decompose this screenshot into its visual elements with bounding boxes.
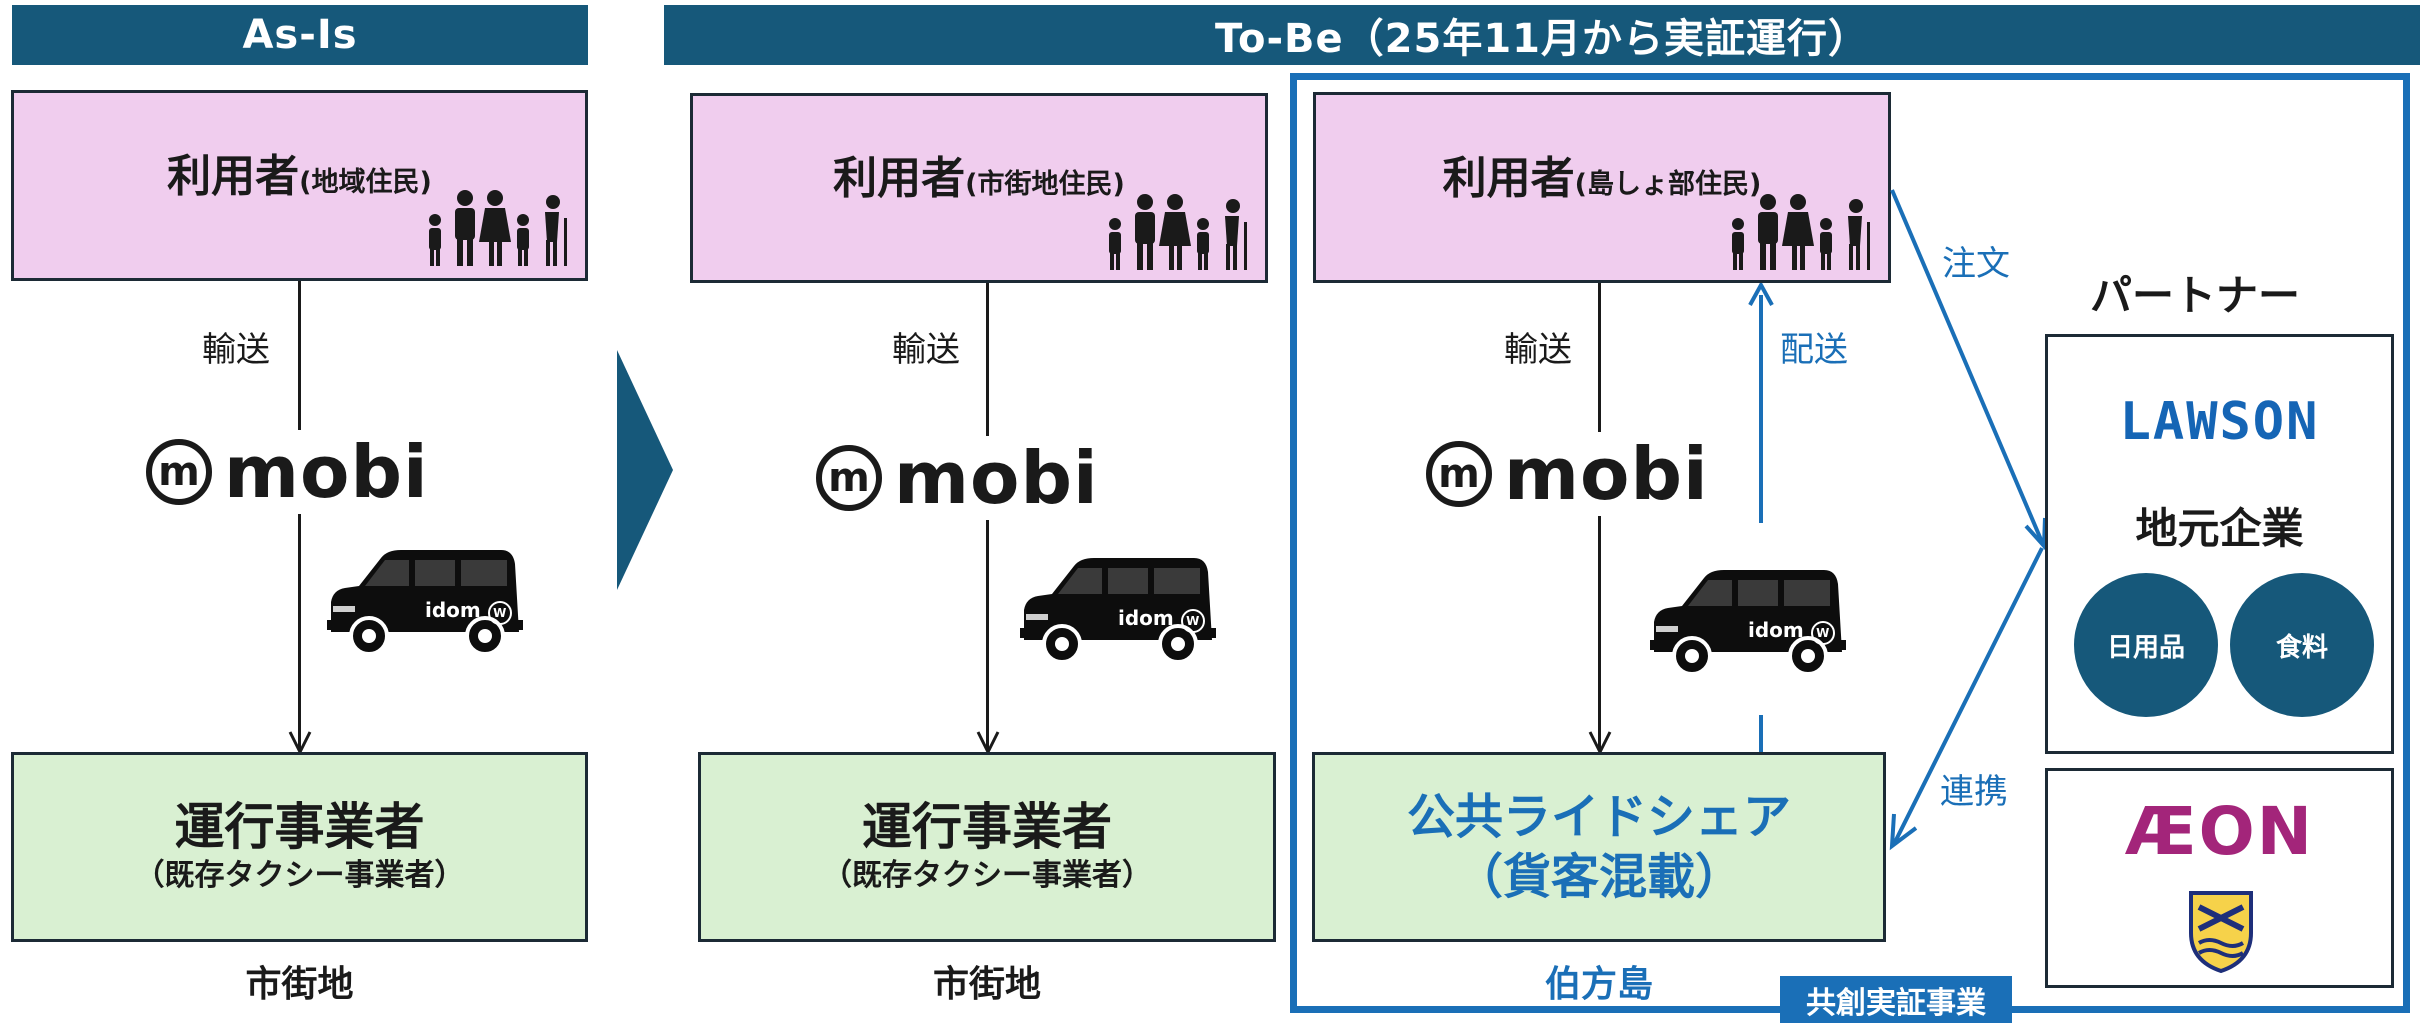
to-be-user-label: 利用者(市街地住民) [833, 153, 1125, 204]
partner-title: パートナー [2089, 271, 2300, 320]
order-link-arrows [1889, 189, 2047, 851]
island-place: 伯方島 [1544, 964, 1653, 1005]
as-is-flow-line [298, 281, 301, 751]
delivery-arrow [1748, 283, 1774, 753]
lawson-logo: LAWSON [2119, 392, 2320, 452]
van-icon: idom W [325, 540, 525, 670]
daily-goods-circle: 日用品 [2074, 573, 2218, 717]
local-companies-label: 地元企業 [2135, 504, 2304, 553]
partner-box-bottom: ÆON [2045, 768, 2394, 988]
partner-box-top: LAWSON 地元企業 日用品 食料 [2045, 334, 2394, 754]
link-label: 連携 [1940, 772, 2008, 812]
as-is-user-label: 利用者(地域住民) [167, 150, 432, 202]
island-flow-line [1598, 283, 1601, 751]
family-icon [1726, 192, 1876, 272]
as-is-transport-label: 輸送 [198, 322, 274, 371]
van-icon: idom W [1648, 560, 1848, 690]
project-badge: 共創実証事業 [1780, 976, 2012, 1023]
to-be-header: To-Be（25年11月から実証運行） [664, 5, 2420, 65]
family-icon [423, 188, 573, 268]
to-be-operator-box: 運行事業者 （既存タクシー事業者） [698, 752, 1276, 942]
island-transport-label: 輸送 [1500, 322, 1576, 371]
to-be-user-box: 利用者(市街地住民) [690, 93, 1268, 283]
arrow-right-icon [617, 350, 673, 590]
aeon-logo: ÆON [2125, 793, 2314, 870]
food-circle: 食料 [2230, 573, 2374, 717]
island-user-label: 利用者(島しょ部住民) [1442, 152, 1762, 204]
emblem-icon [2189, 891, 2253, 973]
delivery-label: 配送 [1780, 330, 1848, 370]
van-icon: idom W [1018, 548, 1218, 678]
family-icon [1103, 192, 1253, 272]
as-is-place: 市街地 [245, 964, 354, 1005]
to-be-transport-label: 輸送 [888, 322, 964, 371]
island-operator-box: 公共ライドシェア （貨客混載） [1312, 752, 1886, 942]
order-label: 注文 [1942, 244, 2010, 284]
island-user-box: 利用者(島しょ部住民) [1313, 92, 1891, 283]
to-be-place: 市街地 [932, 964, 1041, 1005]
as-is-header: As-Is [12, 5, 588, 65]
as-is-user-box: 利用者(地域住民) [11, 90, 588, 281]
as-is-operator-box: 運行事業者 （既存タクシー事業者） [11, 752, 588, 942]
